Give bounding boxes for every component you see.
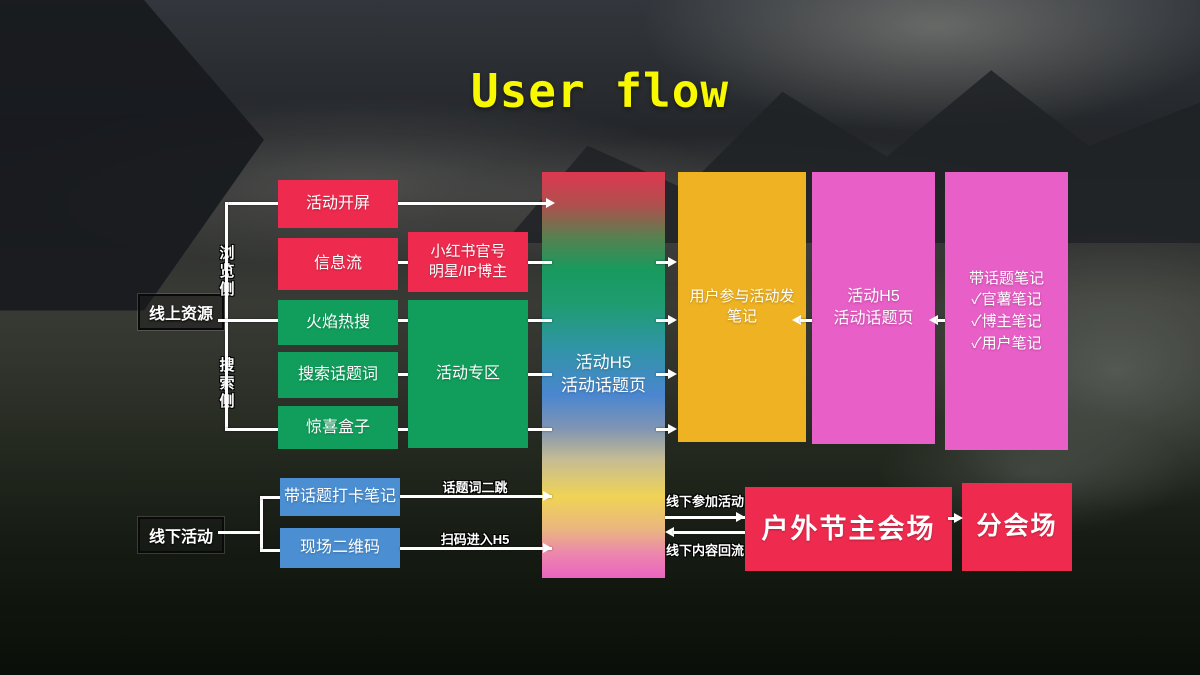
node-activity-h5-topic-page: 活动H5 活动话题页 [542, 172, 665, 578]
arrowhead [792, 315, 801, 325]
arrow-label-topic-word-jump: 话题词二跳 [442, 480, 508, 495]
arrowhead [736, 512, 745, 522]
bracket-line [260, 496, 280, 499]
node-h5-topic-line1: 活动H5 [847, 288, 900, 306]
arrowhead [929, 315, 938, 325]
connector-official-to-h5 [528, 261, 552, 264]
node-activity-splash: 活动开屏 [278, 180, 398, 228]
bracket-line [225, 202, 228, 431]
arrow-label-scan-enter-h5: 扫码进入H5 [440, 532, 510, 547]
bracket-line [218, 319, 278, 322]
arrowhead [668, 257, 677, 267]
arrowhead [668, 369, 677, 379]
node-sub-venue: 分会场 [962, 483, 1072, 571]
arrow-checkin-to-h5 [400, 495, 552, 498]
connector-zone-to-h5 [528, 373, 552, 376]
node-site-qr-code: 现场二维码 [280, 528, 400, 568]
arrow-h5-to-main-venue [665, 516, 745, 519]
node-info-feed: 信息流 [278, 238, 398, 290]
arrowhead [668, 424, 677, 434]
node-outdoor-festival-main-venue: 户外节主会场 [745, 487, 952, 571]
arrowhead [543, 543, 552, 553]
node-official-account: 小红书官号 明星/IP博主 [408, 232, 528, 292]
topic-notes-title: 带话题笔记 [968, 269, 1044, 287]
arrowhead [668, 315, 677, 325]
connector-topicword-to-zone [398, 373, 408, 376]
node-surprise-box: 惊喜盒子 [278, 406, 398, 449]
arrow-topicpage-to-participate [800, 319, 812, 322]
arrow-main-to-sub-venue [948, 517, 956, 520]
node-flame-hot-search: 火焰热搜 [278, 300, 398, 345]
bracket-line [218, 531, 263, 534]
node-h5-topic-line2: 活动话题页 [833, 310, 914, 327]
arrowhead [954, 513, 963, 523]
arrow-label-offline-join: 线下参加活动 [665, 494, 744, 509]
arrow-qrcode-to-h5 [400, 547, 552, 550]
node-h5-topic-page-result: 活动H5 活动话题页 [812, 172, 935, 444]
group-label-online-resources: 线上资源 [138, 294, 224, 330]
connector-feed-to-official [398, 261, 408, 264]
bracket-line [225, 202, 278, 205]
node-official-account-line1: 小红书官号 [430, 242, 506, 260]
connector-hot-to-zone [398, 319, 408, 322]
node-activity-zone: 活动专区 [408, 300, 528, 448]
topic-notes-official: ✓官薯笔记 [971, 291, 1042, 309]
node-h5-line2: 活动话题页 [561, 376, 646, 395]
bracket-line [225, 428, 278, 431]
arrow-notes-to-topicpage [937, 319, 945, 322]
topic-notes-user: ✓用户笔记 [971, 334, 1042, 352]
connector-zone-to-h5 [528, 428, 552, 431]
group-label-offline-activity: 线下活动 [138, 517, 224, 553]
arrow-label-content-backflow: 线下内容回流 [665, 543, 744, 558]
connector-surprise-to-zone [398, 428, 408, 431]
node-user-participate-post-notes: 用户参与活动发笔记 [678, 172, 806, 442]
page-title: User flow [470, 64, 730, 118]
node-official-account-line2: 明星/IP博主 [428, 263, 508, 280]
arrow-h5-to-participate [656, 428, 668, 431]
bracket-line [260, 496, 263, 552]
arrowhead [665, 527, 674, 537]
topic-notes-blogger: ✓博主笔记 [971, 313, 1042, 330]
arrowhead [546, 198, 555, 208]
arrow-h5-to-participate [656, 373, 668, 376]
node-topic-notes-list: 带话题笔记 ✓官薯笔记 ✓博主笔记 ✓用户笔记 [945, 172, 1068, 450]
arrowhead [543, 491, 552, 501]
node-search-topic-word: 搜索话题词 [278, 352, 398, 398]
arrow-h5-to-participate [656, 319, 668, 322]
arrow-venue-backflow-to-h5 [673, 531, 745, 534]
arrow-splash-to-h5 [398, 202, 550, 205]
arrow-h5-to-participate [656, 261, 668, 264]
bracket-line [260, 549, 280, 552]
connector-zone-to-h5 [528, 319, 552, 322]
node-h5-line1: 活动H5 [575, 353, 632, 373]
node-checkin-notes: 带话题打卡笔记 [280, 478, 400, 516]
